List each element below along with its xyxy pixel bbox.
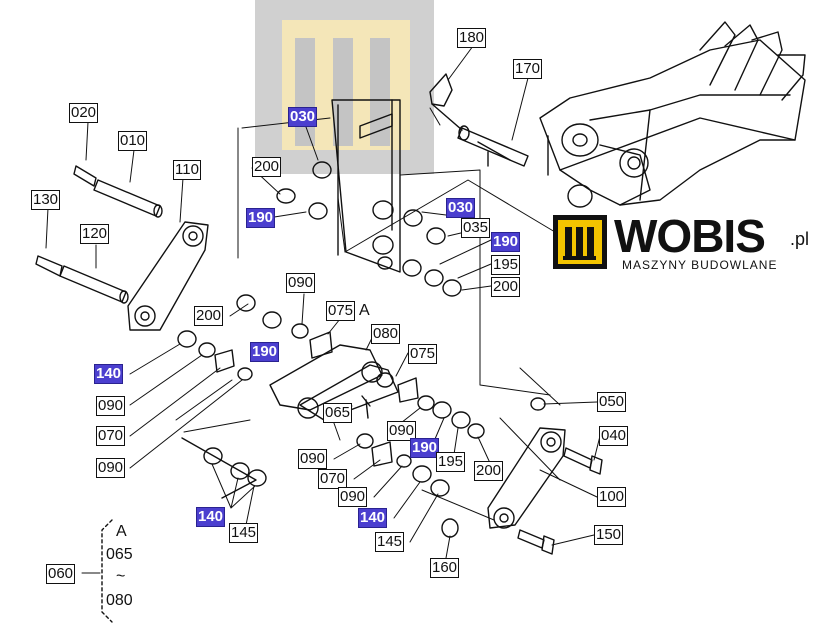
arm-plate-drawing — [331, 99, 401, 273]
part-label-060: 060 — [46, 564, 76, 584]
part-label-090-f: 090 — [338, 487, 368, 507]
part-label-190-low: 190 — [410, 438, 440, 458]
part-label-030-top: 030 — [288, 107, 318, 127]
part-label-110: 110 — [173, 160, 201, 180]
part-label-200-low: 200 — [474, 461, 504, 481]
part-label-065: 065 — [323, 403, 353, 423]
part-label-200-top: 200 — [252, 157, 282, 177]
kit-bracket — [101, 519, 113, 623]
washer-stack-upper — [276, 161, 462, 297]
part-label-010: 010 — [118, 131, 148, 151]
part-label-070-b: 070 — [318, 469, 348, 489]
part-label-145-right: 145 — [375, 532, 405, 552]
kit-range-tilde: ~ — [116, 568, 126, 585]
part-label-090-c: 090 — [96, 458, 126, 478]
part-label-130: 130 — [31, 190, 61, 210]
wobis-tld: .pl — [790, 229, 810, 249]
part-label-090-a: 090 — [286, 273, 316, 293]
part-label-180: 180 — [457, 28, 487, 48]
part-label-090-b: 090 — [96, 396, 126, 416]
part-label-195-low: 195 — [436, 452, 466, 472]
link-110-drawing — [127, 221, 209, 331]
part-label-200-mid: 200 — [194, 306, 224, 326]
part-label-050: 050 — [597, 392, 627, 412]
assembly-guides — [175, 107, 561, 521]
part-label-070-a: 070 — [96, 426, 126, 446]
link-100-drawing — [487, 427, 566, 529]
part-label-075-b: 075 — [408, 344, 438, 364]
bushing-chain-middle — [177, 294, 333, 381]
part-label-090-d: 090 — [387, 421, 417, 441]
wobis-tagline: MASZYNY BUDOWLANE — [622, 258, 778, 272]
wobis-logo-mark-icon — [553, 215, 607, 269]
part-label-035: 035 — [461, 218, 491, 238]
bushing-chain-right — [376, 372, 485, 439]
part-label-200-right: 200 — [491, 277, 521, 297]
part-label-140-bottom: 140 — [196, 507, 226, 527]
part-label-080: 080 — [371, 324, 401, 344]
pin-170-drawing — [429, 73, 529, 167]
part-label-020: 020 — [69, 103, 99, 123]
kit-range-start: 065 — [106, 546, 133, 563]
part-label-100: 100 — [597, 487, 627, 507]
kit-range-end: 080 — [106, 592, 133, 609]
kit-marker-a: A — [116, 523, 127, 540]
pin-010-drawing — [73, 165, 163, 218]
part-label-090-e: 090 — [298, 449, 328, 469]
bushing-chain-lower — [181, 433, 450, 499]
part-label-140-left: 140 — [94, 364, 124, 384]
part-label-150: 150 — [594, 525, 624, 545]
part-label-075-a: 075 — [326, 301, 356, 321]
part-label-120: 120 — [80, 224, 110, 244]
part-label-195-right: 195 — [491, 255, 521, 275]
watermark-panel — [255, 0, 434, 174]
view-marker-a: A — [359, 302, 370, 319]
bucket-drawing — [539, 21, 806, 208]
part-label-190-top: 190 — [246, 208, 276, 228]
wobis-brand: WOBIS — [614, 210, 766, 262]
part-label-030-right: 030 — [446, 198, 476, 218]
part-label-140-right: 140 — [358, 508, 388, 528]
part-label-190-right: 190 — [491, 232, 521, 252]
part-label-040: 040 — [599, 426, 629, 446]
pin-120-drawing — [35, 255, 129, 304]
wobis-logo: WOBIS .pl MASZYNY BUDOWLANE — [552, 210, 824, 274]
part-label-160: 160 — [430, 558, 460, 578]
bolts-and-nuts — [365, 397, 603, 555]
part-label-190-mid: 190 — [250, 342, 280, 362]
part-label-170: 170 — [513, 59, 543, 79]
part-label-145-bottom: 145 — [229, 523, 259, 543]
